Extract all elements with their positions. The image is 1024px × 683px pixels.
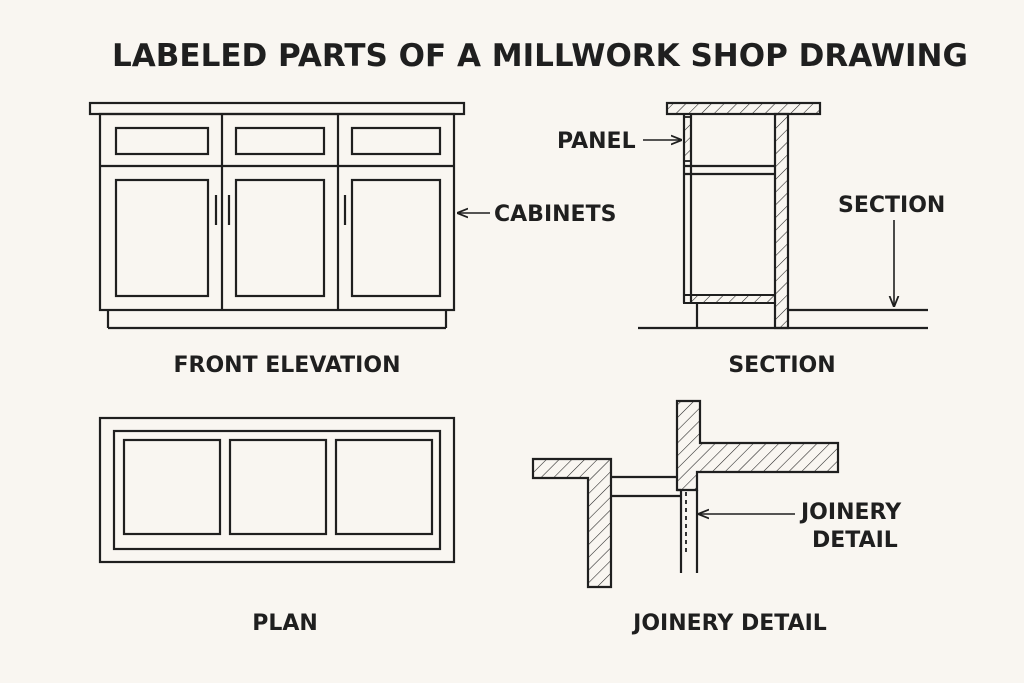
section-view: PANEL SECTION [557,101,945,330]
cabinet-door [114,178,210,298]
joinery-callout-line2: DETAIL [812,528,898,553]
drawer-front [114,126,210,156]
front-elevation-view: CABINETS [88,101,616,330]
cabinets-callout: CABINETS [494,202,616,227]
plan-compartment [122,438,222,536]
section-callout: SECTION [838,193,945,218]
cabinet-carcass [98,112,456,312]
panel-callout: PANEL [557,129,636,154]
joinery-detail-label: JOINERY DETAIL [631,611,827,636]
cabinet-door [350,178,442,298]
countertop [88,101,466,116]
plan-compartment [334,438,434,536]
section-label: SECTION [728,353,835,378]
bottom-shelf [683,294,776,304]
side-panel-section [773,112,790,330]
drawer-front [234,126,326,156]
right-member [675,399,840,492]
page-title: LABELED PARTS OF A MILLWORK SHOP DRAWING [112,38,968,74]
plan-view [98,416,456,564]
joinery-detail-view: JOINERY DETAIL [531,399,902,589]
plan-outline [98,416,456,564]
plan-compartment [228,438,328,536]
front-elevation-label: FRONT ELEVATION [174,353,401,378]
drawer-front [350,126,442,156]
cabinet-door [234,178,326,298]
plan-label: PLAN [252,611,318,636]
left-member [531,457,613,589]
joinery-callout-line1: JOINERY [799,500,902,525]
countertop-section [665,101,822,116]
